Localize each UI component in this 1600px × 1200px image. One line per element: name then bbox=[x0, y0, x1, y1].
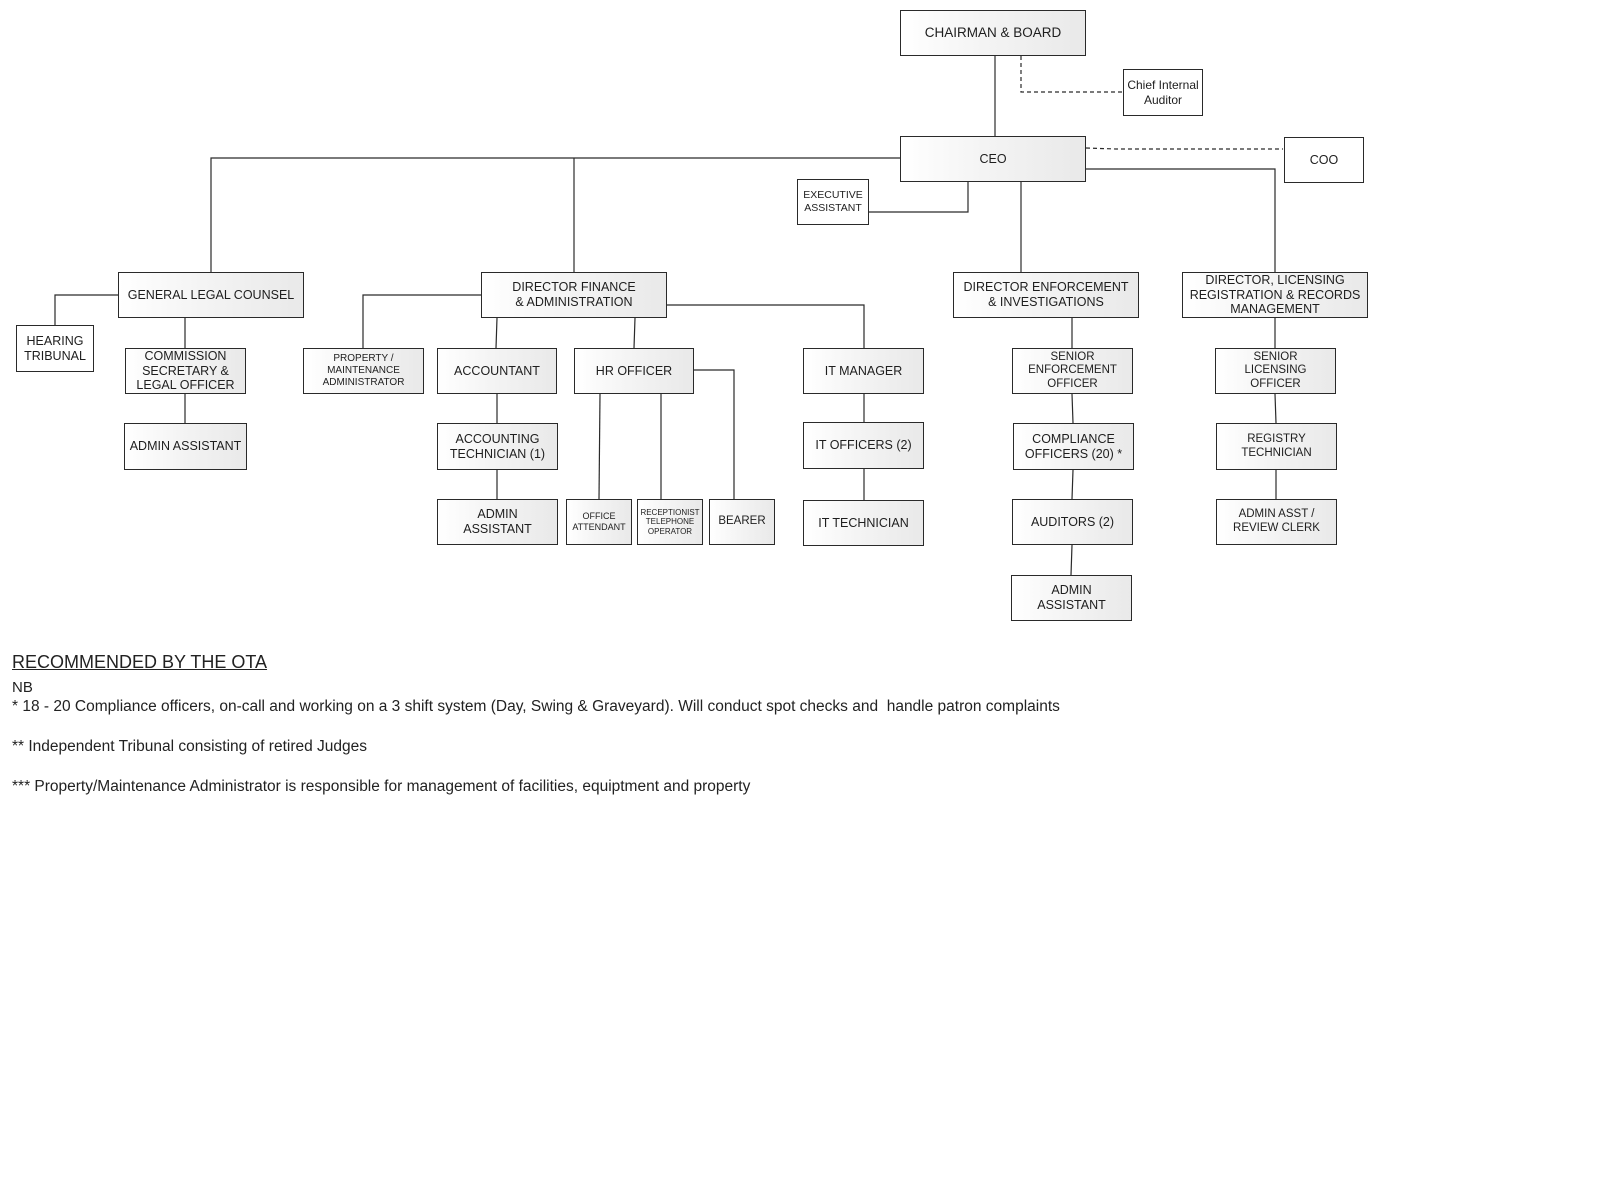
connector-legal-tribunal bbox=[54, 294, 118, 325]
connector-compliance-auditors bbox=[1071, 469, 1074, 500]
admin-asst-review-clerk-box: ADMIN ASST / REVIEW CLERK bbox=[1216, 499, 1337, 545]
senior-enforcement-officer-box: SENIOR ENFORCEMENT OFFICER bbox=[1012, 348, 1133, 394]
notes-section: RECOMMENDED BY THE OTA NB * 18 - 20 Comp… bbox=[12, 652, 1060, 818]
hearing-tribunal-box: HEARING TRIBUNAL bbox=[16, 325, 94, 372]
chief-internal-auditor-box: Chief Internal Auditor bbox=[1123, 69, 1203, 116]
coo-box: COO bbox=[1284, 137, 1364, 183]
connector-senior-compliance bbox=[1071, 393, 1074, 424]
connector-senior-registry bbox=[1274, 393, 1277, 424]
commission-secretary-box: COMMISSION SECRETARY & LEGAL OFFICER bbox=[125, 348, 246, 394]
finance-admin-assistant-box: ADMIN ASSISTANT bbox=[437, 499, 558, 545]
connector-finance-hr bbox=[633, 317, 636, 349]
note-compliance-officers: * 18 - 20 Compliance officers, on-call a… bbox=[12, 698, 1060, 715]
connector-ceo-coo bbox=[1085, 147, 1283, 150]
notes-nb-label: NB bbox=[12, 679, 33, 696]
connector-finance-it bbox=[667, 304, 865, 348]
notes-title: RECOMMENDED BY THE OTA bbox=[12, 652, 268, 672]
senior-licensing-officer-box: SENIOR LICENSING OFFICER bbox=[1215, 348, 1336, 394]
accountant-box: ACCOUNTANT bbox=[437, 348, 557, 394]
ceo-box: CEO bbox=[900, 136, 1086, 182]
chairman-board-box: CHAIRMAN & BOARD bbox=[900, 10, 1086, 56]
director-finance-box: DIRECTOR FINANCE & ADMINISTRATION bbox=[481, 272, 667, 318]
bearer-box: BEARER bbox=[709, 499, 775, 545]
hr-officer-box: HR OFFICER bbox=[574, 348, 694, 394]
receptionist-box: RECEPTIONIST TELEPHONE OPERATOR bbox=[637, 499, 703, 545]
connector-finance-accountant bbox=[495, 317, 498, 349]
enforcement-admin-assistant-box: ADMIN ASSISTANT bbox=[1011, 575, 1132, 621]
it-manager-box: IT MANAGER bbox=[803, 348, 924, 394]
connector-hr-attendant bbox=[598, 393, 601, 500]
note-property-administrator: *** Property/Maintenance Administrator i… bbox=[12, 778, 751, 795]
legal-admin-assistant-box: ADMIN ASSISTANT bbox=[124, 423, 247, 470]
connector-auditors-admin bbox=[1070, 544, 1073, 576]
compliance-officers-box: COMPLIANCE OFFICERS (20) * bbox=[1013, 423, 1134, 470]
director-enforcement-box: DIRECTOR ENFORCEMENT & INVESTIGATIONS bbox=[953, 272, 1139, 318]
connector-chairman-auditor bbox=[1020, 56, 1123, 93]
office-attendant-box: OFFICE ATTENDANT bbox=[566, 499, 632, 545]
executive-assistant-box: EXECUTIVE ASSISTANT bbox=[797, 179, 869, 225]
general-legal-counsel-box: GENERAL LEGAL COUNSEL bbox=[118, 272, 304, 318]
registry-technician-box: REGISTRY TECHNICIAN bbox=[1216, 423, 1337, 470]
connector-ceo-legal bbox=[210, 157, 900, 272]
it-technician-box: IT TECHNICIAN bbox=[803, 500, 924, 546]
connector-ceo-exec-assistant bbox=[869, 182, 969, 213]
it-officers-box: IT OFFICERS (2) bbox=[803, 422, 924, 469]
accounting-technician-box: ACCOUNTING TECHNICIAN (1) bbox=[437, 423, 558, 470]
auditors-box: AUDITORS (2) bbox=[1012, 499, 1133, 545]
connector-finance-property bbox=[362, 294, 481, 348]
connector-ceo-licensing bbox=[1086, 168, 1276, 272]
property-administrator-box: PROPERTY / MAINTENANCE ADMINISTRATOR bbox=[303, 348, 424, 394]
director-licensing-box: DIRECTOR, LICENSING REGISTRATION & RECOR… bbox=[1182, 272, 1368, 318]
org-chart-connectors bbox=[54, 56, 1283, 576]
note-independent-tribunal: ** Independent Tribunal consisting of re… bbox=[12, 738, 368, 755]
connector-hr-bearer bbox=[694, 369, 735, 499]
